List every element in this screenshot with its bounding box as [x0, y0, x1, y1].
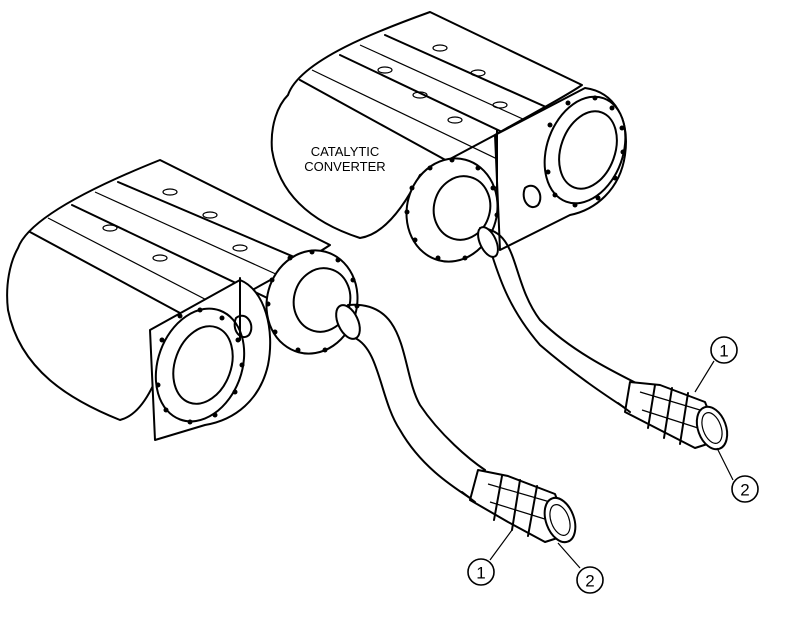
svg-text:2: 2: [585, 572, 594, 591]
svg-text:1: 1: [719, 342, 728, 361]
label-line-2: CONVERTER: [304, 159, 385, 174]
upper-exhaust-pipe: [477, 226, 641, 411]
callout-lower-1: 1: [467, 529, 513, 586]
lower-converter: [6, 159, 360, 441]
catalytic-converter-label: CATALYTIC CONVERTER: [304, 144, 385, 174]
callout-lower-2: 2: [557, 542, 604, 594]
svg-text:2: 2: [740, 481, 749, 500]
lower-exhaust-pipe: [335, 303, 486, 499]
callout-upper-1: 1: [694, 336, 738, 393]
callout-upper-2: 2: [716, 447, 759, 503]
svg-text:1: 1: [476, 564, 485, 583]
upper-coupling: [617, 381, 729, 451]
upper-converter: [270, 11, 627, 263]
lower-coupling: [461, 469, 577, 544]
label-line-1: CATALYTIC: [311, 144, 380, 159]
